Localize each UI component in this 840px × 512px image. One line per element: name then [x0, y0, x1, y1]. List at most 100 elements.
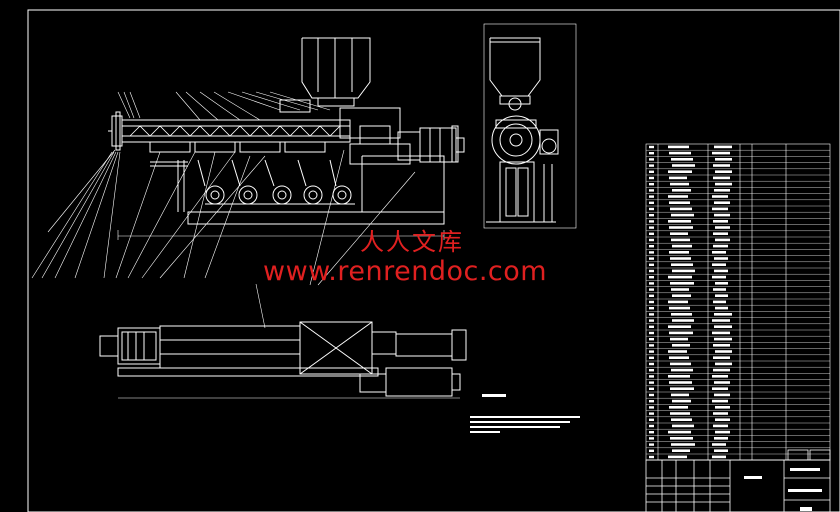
parts-row-mark — [712, 251, 726, 254]
parts-row-mark — [669, 406, 688, 409]
parts-row-mark — [715, 406, 730, 409]
parts-row-mark — [649, 350, 654, 353]
parts-row-mark — [672, 449, 690, 452]
parts-row-mark — [649, 344, 654, 347]
parts-row-mark — [671, 368, 693, 372]
parts-row-mark — [713, 424, 728, 428]
parts-row-mark — [712, 387, 728, 390]
side-elevation — [31, 37, 465, 286]
parts-row-mark — [714, 269, 728, 273]
parts-row-mark — [715, 306, 728, 310]
parts-row-mark — [671, 263, 693, 266]
parts-row-mark — [668, 145, 689, 149]
parts-row-mark — [670, 207, 692, 211]
parts-row-mark — [668, 220, 691, 223]
parts-row-mark — [672, 189, 691, 192]
parts-list-rows — [646, 145, 830, 461]
parts-row-mark — [715, 294, 728, 297]
parts-row-mark — [649, 251, 654, 254]
parts-row-mark — [668, 170, 692, 173]
parts-row-mark — [649, 381, 654, 384]
parts-row-mark — [671, 238, 690, 242]
screw-flight — [129, 125, 341, 137]
parts-row-mark — [649, 195, 654, 198]
parts-row-mark — [714, 201, 730, 204]
parts-row-mark — [713, 232, 728, 235]
parts-row-mark — [649, 393, 654, 397]
dimension-lines — [117, 230, 445, 240]
parts-row-mark — [712, 331, 730, 335]
parts-row-mark — [715, 282, 728, 285]
parts-row-mark — [649, 257, 654, 260]
parts-row-mark — [668, 300, 688, 304]
parts-row-mark — [670, 387, 694, 390]
parts-row-mark — [672, 164, 695, 167]
parts-row-mark — [713, 164, 730, 167]
parts-row-mark — [713, 368, 730, 372]
parts-row-mark — [715, 418, 730, 421]
technical-notes — [470, 394, 580, 433]
parts-row-mark — [713, 412, 728, 415]
parts-row-mark — [668, 275, 692, 279]
parts-row-mark — [649, 214, 654, 217]
parts-row-mark — [715, 350, 732, 353]
leader-lines — [31, 91, 416, 286]
parts-row-mark — [669, 176, 687, 180]
parts-row-mark — [712, 443, 726, 446]
parts-row-mark — [669, 306, 690, 310]
parts-row-mark — [715, 430, 730, 434]
parts-row-mark — [649, 437, 654, 440]
parts-row-mark — [669, 356, 689, 359]
parts-row-mark — [672, 319, 694, 322]
watermark-chinese: 人人文库 — [360, 228, 464, 256]
parts-row-mark — [649, 276, 654, 279]
parts-row-mark — [672, 424, 694, 428]
parts-row-mark — [712, 195, 728, 198]
parts-row-mark — [649, 338, 654, 341]
cooling-fans — [197, 159, 355, 205]
parts-row-mark — [714, 437, 728, 440]
parts-row-mark — [649, 245, 654, 248]
parts-row-mark — [649, 375, 654, 378]
parts-row-mark — [669, 251, 689, 254]
plan-view — [99, 283, 467, 399]
parts-row-mark — [649, 288, 654, 291]
parts-row-mark — [715, 158, 732, 161]
parts-row-mark — [668, 195, 688, 198]
parts-row-mark — [649, 152, 654, 155]
parts-row-mark — [671, 288, 689, 291]
parts-row-mark — [649, 145, 654, 149]
parts-row-mark — [649, 400, 654, 403]
parts-row-mark — [671, 313, 692, 316]
parts-row-mark — [671, 418, 692, 421]
parts-row-mark — [712, 455, 726, 459]
parts-row-mark — [649, 282, 654, 285]
parts-row-mark — [714, 337, 732, 341]
parts-row-mark — [713, 356, 730, 359]
hopper-side — [301, 37, 371, 107]
parts-row-mark — [649, 269, 654, 273]
parts-row-mark — [671, 443, 695, 446]
parts-row-mark — [714, 313, 732, 316]
parts-row-mark — [668, 430, 691, 434]
parts-row-mark — [669, 151, 691, 155]
parts-row-mark — [714, 189, 730, 192]
parts-row-mark — [712, 399, 728, 403]
parts-row-mark — [649, 387, 654, 390]
parts-row-mark — [714, 381, 730, 384]
parts-row-mark — [649, 226, 654, 229]
parts-row-mark — [712, 375, 728, 378]
parts-row-mark — [649, 362, 654, 366]
parts-row-mark — [649, 189, 654, 192]
parts-row-mark — [649, 331, 654, 335]
parts-row-mark — [715, 182, 732, 186]
parts-row-mark — [649, 431, 654, 434]
parts-row-mark — [649, 176, 654, 180]
parts-row-mark — [649, 449, 654, 452]
parts-row-mark — [712, 263, 726, 266]
parts-row-mark — [669, 331, 693, 335]
title-block-marks — [744, 468, 822, 511]
parts-row-mark — [670, 257, 691, 260]
parts-row-mark — [671, 393, 689, 397]
